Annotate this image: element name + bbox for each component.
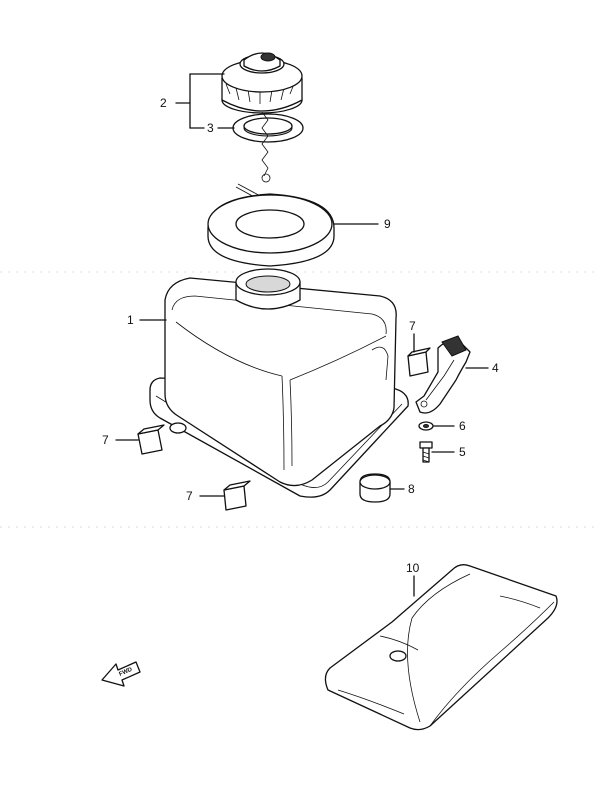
tank-seal-ring [207, 193, 335, 267]
cushion-rubber-right [407, 347, 431, 377]
callout-3: 3 [207, 121, 214, 135]
cap-gasket [232, 113, 304, 143]
callout-10: 10 [406, 561, 420, 575]
leader-lines [115, 73, 489, 597]
callout-1: 1 [127, 313, 134, 327]
callout-6: 6 [459, 419, 466, 433]
callout-2: 2 [160, 96, 167, 110]
cushion-rubber-left [137, 424, 165, 455]
callout-4: 4 [492, 361, 499, 375]
callout-7-right: 7 [409, 319, 416, 333]
callout-numbers: 2 3 9 1 7 4 6 5 7 7 8 10 [102, 96, 499, 575]
bolt [419, 441, 433, 463]
callout-8: 8 [408, 482, 415, 496]
fwd-label: FWD [118, 667, 134, 678]
callout-5: 5 [459, 445, 466, 459]
tank-cap-rubber [359, 473, 391, 503]
callout-9: 9 [384, 217, 391, 231]
tank-band-strap [415, 335, 471, 414]
fuel-cap [221, 52, 303, 114]
cushion-rubber-bottom [223, 480, 251, 511]
fuel-tank [149, 268, 409, 498]
washer [418, 421, 434, 431]
forward-direction-arrow: FWD [101, 661, 141, 687]
tool-bag [324, 564, 558, 731]
callout-7-bottom: 7 [186, 489, 193, 503]
callout-7-left: 7 [102, 433, 109, 447]
